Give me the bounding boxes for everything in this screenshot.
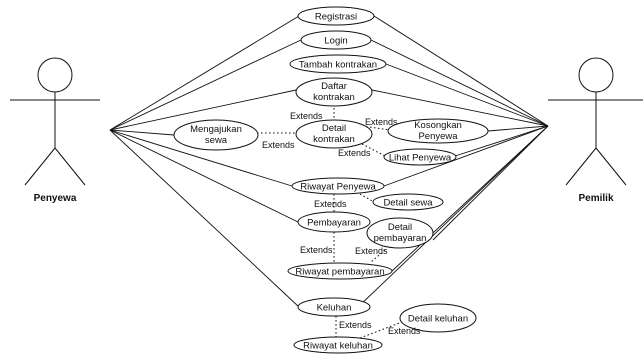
use-case-kosongkan-penyewa-line2: Penyewa xyxy=(418,131,458,142)
extends-label: Extends xyxy=(365,117,398,127)
use-case-mengajukan-sewa[interactable]: Mengajukan sewa xyxy=(173,119,259,151)
extends-label: Extends xyxy=(262,140,295,150)
use-case-mengajukan-sewa-line2: sewa xyxy=(205,135,228,146)
extends-labels: Extends Extends Extends Extends Extends … xyxy=(262,111,421,336)
associations-penyewa xyxy=(109,15,302,308)
use-case-riwayat-keluhan-label: Riwayat keluhan xyxy=(303,341,373,352)
use-case-detail-kontrakan-line2: kontrakan xyxy=(313,134,355,145)
actor-pemilik: Pemilik xyxy=(548,57,643,204)
use-case-registrasi[interactable]: Registrasi xyxy=(297,6,375,26)
use-case-tambah-kontrakan[interactable]: Tambah kontrakan xyxy=(289,54,387,74)
use-case-detail-pembayaran-line2: pembayaran xyxy=(374,233,427,244)
use-case-mengajukan-sewa-line1: Mengajukan xyxy=(190,124,242,135)
actor-pemilik-label: Pemilik xyxy=(578,193,613,204)
actor-penyewa-label: Penyewa xyxy=(34,193,77,204)
use-case-lihat-penyewa-label: Lihat Penyewa xyxy=(389,153,452,164)
use-case-tambah-kontrakan-label: Tambah kontrakan xyxy=(299,60,377,71)
use-case-detail-pembayaran-line1: Detail xyxy=(388,222,412,233)
use-case-riwayat-keluhan[interactable]: Riwayat keluhan xyxy=(293,336,383,354)
use-case-detail-sewa-label: Detail sewa xyxy=(383,198,433,209)
use-case-riwayat-penyewa[interactable]: Riwayat Penyewa xyxy=(291,177,385,195)
use-case-detail-kontrakan[interactable]: Detail kontrakan xyxy=(295,119,373,149)
extends-label: Extends xyxy=(388,326,421,336)
use-case-lihat-penyewa[interactable]: Lihat Penyewa xyxy=(383,148,457,166)
use-case-riwayat-pembayaran[interactable]: Riwayat pembayaran xyxy=(287,262,393,280)
use-case-riwayat-pembayaran-label: Riwayat pembayaran xyxy=(295,267,384,278)
use-case-login[interactable]: Login xyxy=(300,30,372,50)
extends-label: Extends xyxy=(338,148,371,158)
use-case-riwayat-penyewa-label: Riwayat Penyewa xyxy=(300,182,376,193)
use-case-daftar-kontrakan-line1: Daftar xyxy=(321,81,347,92)
use-case-kosongkan-penyewa[interactable]: Kosongkan Penyewa xyxy=(387,118,489,144)
actor-penyewa: Penyewa xyxy=(10,57,100,204)
use-case-login-label: Login xyxy=(324,36,347,47)
use-case-detail-sewa[interactable]: Detail sewa xyxy=(372,193,444,211)
use-case-pembayaran[interactable]: Pembayaran xyxy=(297,211,371,233)
use-case-daftar-kontrakan-line2: kontrakan xyxy=(313,92,355,103)
extends-label: Extends xyxy=(314,199,347,209)
use-case-keluhan[interactable]: Keluhan xyxy=(297,297,371,317)
use-case-pembayaran-label: Pembayaran xyxy=(307,218,361,229)
use-case-daftar-kontrakan[interactable]: Daftar kontrakan xyxy=(295,77,373,107)
associations-pemilik xyxy=(357,15,549,308)
use-case-detail-keluhan-label: Detail keluhan xyxy=(408,314,468,325)
extends-label: Extends xyxy=(300,245,333,255)
use-case-detail-kontrakan-line1: Detail xyxy=(322,123,346,134)
extends-label: Extends xyxy=(290,111,323,121)
use-case-kosongkan-penyewa-line1: Kosongkan xyxy=(414,120,462,131)
use-case-detail-pembayaran[interactable]: Detail pembayaran xyxy=(366,217,434,249)
use-case-keluhan-label: Keluhan xyxy=(317,303,352,314)
use-case-registrasi-label: Registrasi xyxy=(315,12,357,23)
extends-label: Extends xyxy=(339,320,372,330)
use-case-detail-keluhan[interactable]: Detail keluhan xyxy=(399,303,477,333)
use-cases: Registrasi Login Tambah kontrakan Daftar… xyxy=(173,6,489,354)
extends-label: Extends xyxy=(355,246,388,256)
